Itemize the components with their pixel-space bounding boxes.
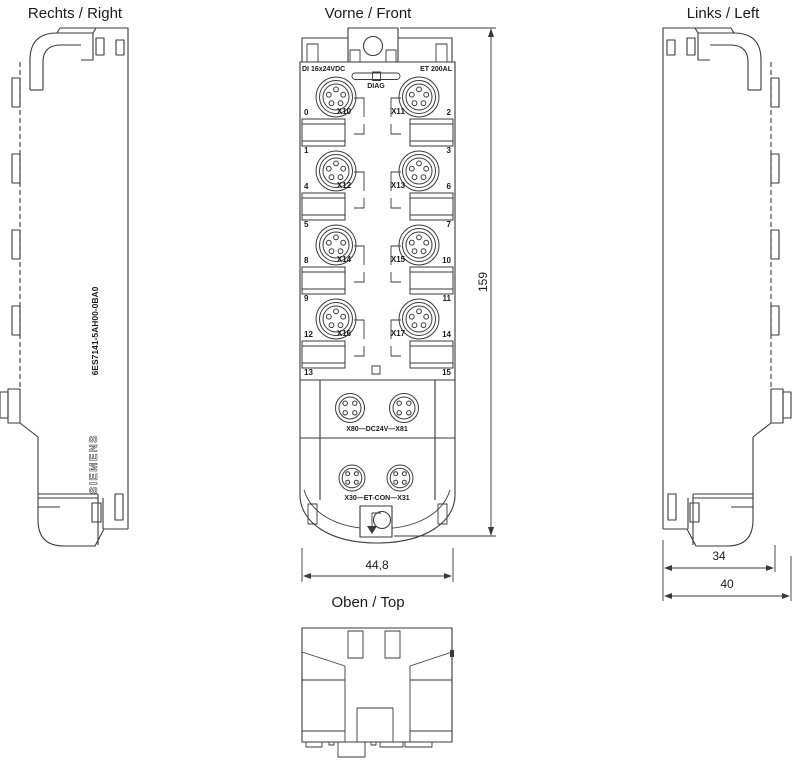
height-value: 159 [476, 272, 490, 292]
port-number: 2 [447, 108, 452, 117]
functional-earth-marking [359, 505, 393, 538]
module-body-outline [299, 61, 456, 544]
mounting-tab [347, 27, 399, 63]
power-label: X80—DC24V—X81 [346, 426, 408, 433]
left-view-title: Links / Left [687, 5, 760, 22]
front-view: DI 16x24VDC ET 200AL DIAG X10 X11 0 1 2 … [299, 27, 456, 544]
system-label: ET 200AL [420, 66, 453, 73]
connector-label: X14 [337, 255, 352, 264]
top-view-details [301, 651, 453, 742]
connector-label: X17 [391, 329, 406, 338]
module-type-label: DI 16x24VDC [302, 66, 345, 73]
dimension-annotations: 159 44,8 34 40 [301, 27, 792, 601]
io-row-4: X16 X17 12 13 14 15 [301, 298, 454, 377]
section-marker [371, 365, 381, 375]
port-number: 10 [442, 256, 451, 265]
port-number: 7 [447, 220, 452, 229]
port-number: 9 [304, 294, 309, 303]
depth-total-value: 40 [720, 577, 734, 591]
bottom-side-slot [307, 503, 318, 525]
dimension-width: 44,8 [301, 548, 454, 582]
port-number: 12 [304, 330, 313, 339]
left-view [662, 27, 792, 547]
label-plate [409, 118, 454, 147]
label-plate [301, 118, 346, 147]
front-view-title: Vorne / Front [325, 5, 413, 22]
dimension-depth-front: 34 [662, 540, 776, 601]
diag-label: DIAG [367, 83, 385, 90]
alignment-marks [354, 171, 401, 209]
port-number: 3 [447, 146, 452, 155]
bus-label: X30—ET-CON—X31 [344, 495, 409, 502]
diag-led [351, 71, 401, 81]
siemens-logo: SIEMENS [88, 434, 100, 494]
label-plate [301, 340, 346, 369]
connector-label: X13 [391, 181, 406, 190]
alignment-marks [354, 245, 401, 283]
port-number: 15 [442, 368, 451, 377]
side-profile-outline-mirrored [662, 27, 792, 547]
connector-label: X16 [337, 329, 352, 338]
port-number: 4 [304, 182, 309, 191]
power-bus-section: X80—DC24V—X81 X30—ET-CON—X31 [300, 379, 455, 538]
top-view-title: Oben / Top [331, 594, 404, 611]
top-view-outline [301, 627, 453, 743]
side-profile-outline [0, 27, 129, 547]
top-view [301, 627, 454, 758]
width-value: 44,8 [365, 558, 389, 572]
section-lines [300, 379, 455, 500]
alignment-marks [354, 319, 401, 357]
port-number: 13 [304, 368, 313, 377]
connector-label: X11 [391, 107, 405, 116]
dimension-depth-total: 40 [664, 556, 792, 601]
mounting-hole [362, 35, 384, 57]
depth-front-value: 34 [712, 549, 726, 563]
bottom-side-slot [437, 503, 448, 525]
connector-label: X12 [337, 181, 352, 190]
io-row-1: X10 X11 0 1 2 3 [301, 76, 454, 155]
port-number: 1 [304, 146, 309, 155]
port-number: 11 [443, 294, 452, 303]
m8-socket-x31 [386, 464, 414, 492]
io-row-3: X14 X15 8 9 10 11 [301, 224, 454, 303]
connector-label: X10 [337, 107, 352, 116]
side-notch-mark [450, 650, 454, 657]
port-number: 5 [304, 220, 309, 229]
m8-socket-x80 [335, 393, 365, 423]
label-plate [301, 266, 346, 295]
right-view: 6ES7141-5AH00-0BA0 SIEMENS [0, 27, 129, 547]
top-mounting-flange [301, 27, 453, 63]
top-view-bottom-tabs [305, 741, 433, 758]
m12-socket-x11 [398, 76, 440, 118]
m8-socket-x81 [389, 393, 419, 423]
port-number: 14 [442, 330, 451, 339]
io-row-2: X12 X13 4 5 6 7 [301, 150, 454, 229]
label-plate [409, 340, 454, 369]
m8-socket-x30 [338, 464, 366, 492]
right-view-title: Rechts / Right [28, 5, 123, 22]
connector-label: X15 [391, 255, 406, 264]
label-plate [301, 192, 346, 221]
label-plate [409, 266, 454, 295]
port-number: 8 [304, 256, 309, 265]
port-number: 0 [304, 108, 309, 117]
label-plate [409, 192, 454, 221]
article-number-label: 6ES7141-5AH00-0BA0 [90, 286, 100, 375]
alignment-marks [354, 97, 401, 135]
port-number: 6 [447, 182, 452, 191]
top-slot [384, 630, 401, 659]
top-slot [347, 630, 364, 659]
dimension-height: 159 [394, 27, 496, 537]
